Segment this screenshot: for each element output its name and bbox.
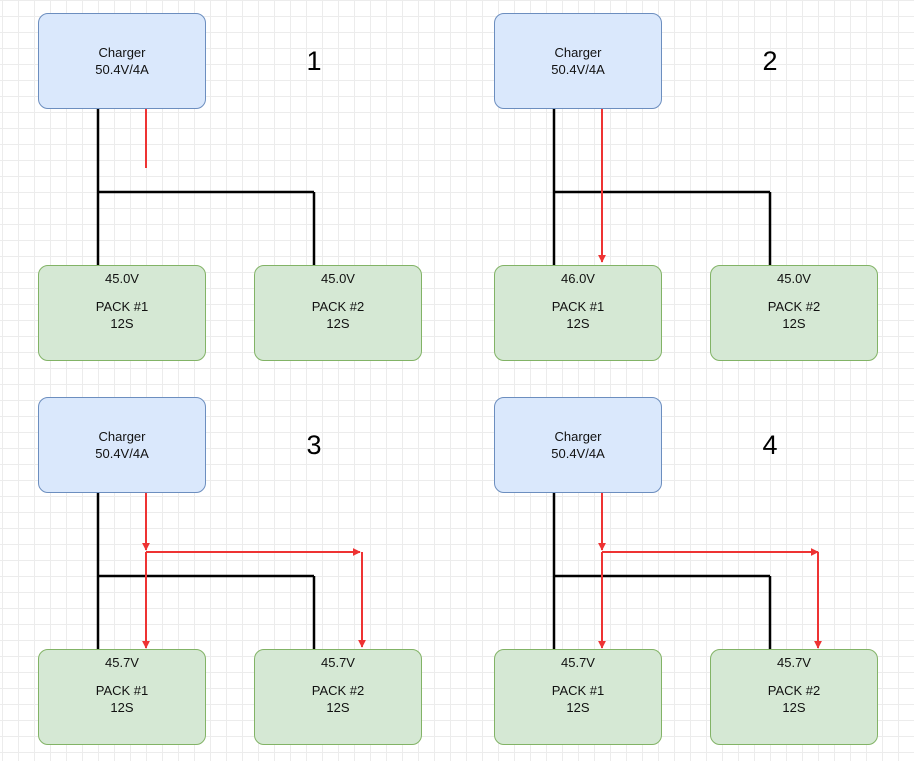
charger-name: Charger [554, 45, 602, 60]
panel-4-current-arrows [598, 492, 822, 649]
pack-voltage: 45.7V [561, 655, 595, 670]
pack-2-box: 45.0V PACK #2 12S [710, 265, 878, 361]
pack-2-box: 45.0V PACK #2 12S [254, 265, 422, 361]
pack-name: PACK #2 [311, 299, 365, 314]
charger-box: Charger 50.4V/4A [38, 13, 206, 109]
pack-name: PACK #1 [95, 683, 149, 698]
pack-1-box: 46.0V PACK #1 12S [494, 265, 662, 361]
pack-name: PACK #1 [551, 299, 605, 314]
pack-config: 12S [566, 316, 590, 331]
panel-3-current-arrows [142, 492, 366, 649]
charger-name: Charger [98, 429, 146, 444]
pack-config: 12S [326, 700, 350, 715]
pack-config: 12S [326, 316, 350, 331]
pack-2-box: 45.7V PACK #2 12S [710, 649, 878, 745]
panel-1-wires [96, 108, 316, 265]
pack-voltage: 45.0V [321, 271, 355, 286]
charger-rating: 50.4V/4A [551, 62, 605, 77]
pack-config: 12S [782, 700, 806, 715]
charger-box: Charger 50.4V/4A [494, 397, 662, 493]
panel-3-wires [96, 492, 316, 649]
charger-name: Charger [554, 429, 602, 444]
pack-1-box: 45.0V PACK #1 12S [38, 265, 206, 361]
pack-2-box: 45.7V PACK #2 12S [254, 649, 422, 745]
pack-name: PACK #1 [551, 683, 605, 698]
charger-rating: 50.4V/4A [551, 446, 605, 461]
pack-config: 12S [566, 700, 590, 715]
panel-number: 1 [306, 46, 322, 76]
charger-box: Charger 50.4V/4A [38, 397, 206, 493]
pack-voltage: 45.7V [105, 655, 139, 670]
pack-config: 12S [110, 700, 134, 715]
charger-rating: 50.4V/4A [95, 446, 149, 461]
pack-name: PACK #1 [95, 299, 149, 314]
pack-voltage: 45.0V [105, 271, 139, 286]
charger-rating: 50.4V/4A [95, 62, 149, 77]
pack-voltage: 45.7V [777, 655, 811, 670]
charger-box: Charger 50.4V/4A [494, 13, 662, 109]
pack-name: PACK #2 [767, 683, 821, 698]
pack-name: PACK #2 [311, 683, 365, 698]
panel-4-wires [552, 492, 772, 649]
charger-name: Charger [98, 45, 146, 60]
pack-name: PACK #2 [767, 299, 821, 314]
panel-number: 3 [306, 430, 322, 460]
pack-voltage: 45.0V [777, 271, 811, 286]
pack-config: 12S [110, 316, 134, 331]
panel-2-wires [552, 108, 772, 265]
pack-1-box: 45.7V PACK #1 12S [494, 649, 662, 745]
pack-config: 12S [782, 316, 806, 331]
pack-voltage: 46.0V [561, 271, 595, 286]
pack-1-box: 45.7V PACK #1 12S [38, 649, 206, 745]
panel-number: 2 [762, 46, 778, 76]
pack-voltage: 45.7V [321, 655, 355, 670]
panel-number: 4 [762, 430, 778, 460]
